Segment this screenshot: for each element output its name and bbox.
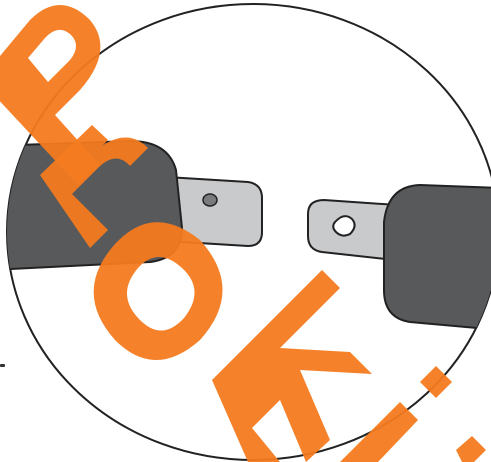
watermark-letter-r <box>40 125 148 248</box>
left-prong-hole <box>202 193 218 207</box>
right-plug-body <box>383 183 491 332</box>
watermark-letter-i-dot <box>420 366 452 398</box>
edge-tick-mark <box>0 364 5 367</box>
watermark-letter-i <box>340 402 418 462</box>
watermark-letter-p <box>0 5 101 185</box>
right-prong-hole <box>332 215 356 237</box>
watermark <box>0 5 486 462</box>
watermark-letter-o <box>93 222 223 360</box>
watermark-letter-k <box>212 270 372 462</box>
watermark-period <box>456 436 486 462</box>
